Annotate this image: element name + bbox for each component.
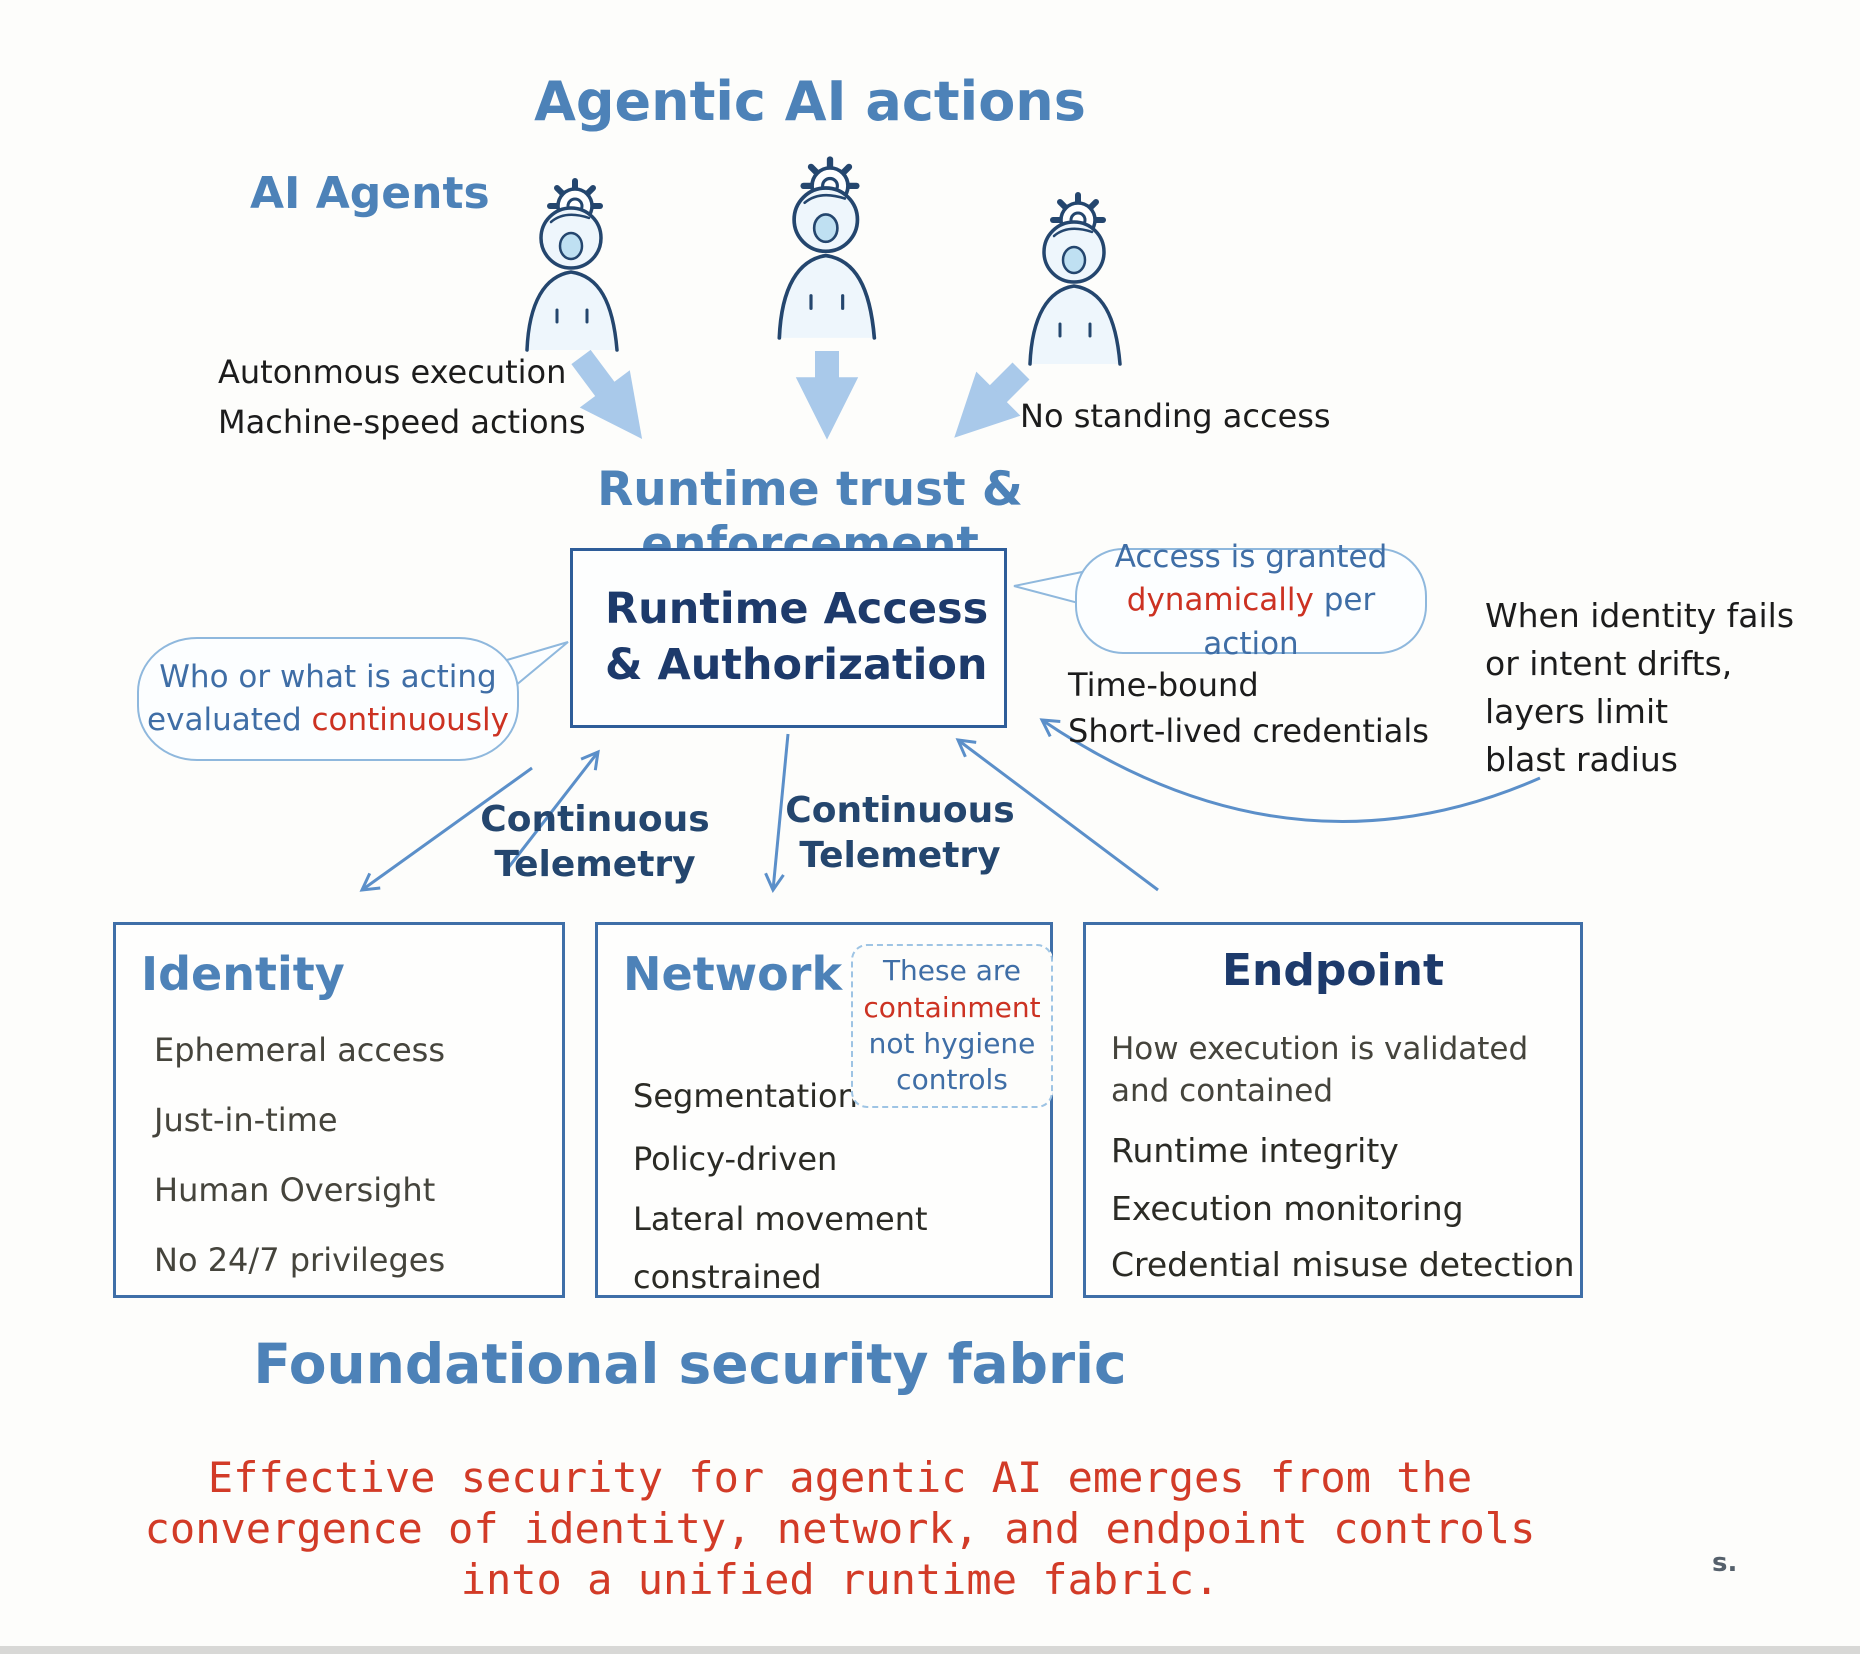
endpoint-pillar-box: Endpoint How execution is validated and … (1083, 922, 1583, 1298)
blast-radius-arrow (1039, 718, 1541, 823)
identity-pillar-box: Identity Ephemeral access Just-in-time H… (113, 922, 565, 1298)
summary-text: Effective security for agentic AI emerge… (30, 1452, 1650, 1606)
continuous-telemetry-label: Continuous Telemetry (480, 799, 710, 885)
identity-title: Identity (141, 947, 345, 1001)
runtime-box-line1: Runtime Access (605, 584, 989, 635)
stray-mark: s. (1712, 1548, 1738, 1578)
agent-gear-head-icon (505, 172, 645, 352)
telemetry-arrow-up-left (503, 749, 600, 873)
containment-line: These are (882, 954, 1022, 988)
endpoint-item: Runtime integrity (1111, 1131, 1399, 1170)
runtime-trust-heading: Runtime trust & enforcement (597, 462, 1023, 572)
network-item: Segmentation (633, 1077, 858, 1115)
block-arrow-right (954, 362, 1030, 438)
continuous-telemetry-label: Continuous Telemetry (785, 790, 1015, 876)
summary-line: Effective security for agentic AI emerge… (207, 1453, 1473, 1502)
bubble-line: Who or what is acting (159, 658, 497, 695)
containment-line: not hygiene (868, 1027, 1036, 1060)
agent-gear-head-icon (755, 150, 905, 340)
network-title: Network (623, 947, 843, 1001)
summary-line: into a unified runtime fabric. (460, 1555, 1220, 1605)
access-granted-bubble: Access is granted dynamically per action (1075, 539, 1427, 662)
agent-gear-head-icon (1008, 186, 1148, 366)
bubble-line: Access is granted (1114, 538, 1388, 575)
bubble-line: dynamically per action (1077, 579, 1425, 666)
containment-highlight: containment (863, 990, 1041, 1024)
network-item: constrained (633, 1258, 822, 1296)
who-is-acting-bubble: Who or what is acting evaluated continuo… (137, 637, 519, 761)
bottom-edge-strip (0, 1646, 1860, 1654)
summary-line: convergence of identity, network, and en… (144, 1504, 1536, 1554)
bubble-text: per action (1203, 582, 1376, 662)
runtime-box-line2: & Authorization (605, 640, 988, 690)
network-item: Lateral movement (633, 1200, 928, 1238)
endpoint-item: Execution monitoring (1111, 1189, 1464, 1228)
identity-item: Ephemeral access (154, 1031, 446, 1069)
agents-left-note: Autonmous execution Machine-speed action… (218, 348, 586, 447)
bubble-highlight: continuously (311, 702, 509, 738)
note-no-standing-access: No standing access (1020, 397, 1331, 435)
endpoint-subtitle: How execution is validated and contained (1111, 1031, 1529, 1109)
telemetry-arrow-to-identity (359, 766, 533, 892)
telemetry-arrow-from-endpoint (955, 738, 1159, 892)
diagram-title: Agentic AI actions (534, 70, 1086, 133)
endpoint-title: Endpoint (1221, 945, 1445, 996)
bubble-line: evaluated continuously (147, 699, 509, 742)
endpoint-item: Credential misuse detection (1111, 1245, 1575, 1284)
note-autonomous-execution: Autonmous execution (218, 353, 567, 391)
credentials-note: Time-bound Short-lived credentials (1068, 666, 1429, 751)
blast-radius-note: When identity fails or intent drifts, la… (1485, 596, 1795, 779)
bubble-highlight: dynamically (1126, 582, 1314, 619)
network-item: Policy-driven (633, 1140, 838, 1178)
note-machine-speed: Machine-speed actions (218, 402, 586, 441)
block-arrow-left (571, 349, 643, 439)
containment-line: controls (896, 1063, 1008, 1097)
foundational-fabric-label: Foundational security fabric (253, 1332, 1127, 1396)
identity-item: No 24/7 privileges (154, 1241, 446, 1279)
runtime-access-box: Runtime Access & Authorization (570, 548, 1007, 728)
ai-agents-label: AI Agents (250, 168, 490, 219)
bubble-text: evaluated (147, 702, 312, 738)
right-bubble-tail (1013, 570, 1083, 606)
identity-item: Human Oversight (154, 1171, 436, 1209)
telemetry-arrow-to-network (764, 733, 790, 894)
identity-item: Just-in-time (154, 1101, 338, 1139)
containment-note-bubble: These are containment not hygiene contro… (851, 944, 1053, 1108)
